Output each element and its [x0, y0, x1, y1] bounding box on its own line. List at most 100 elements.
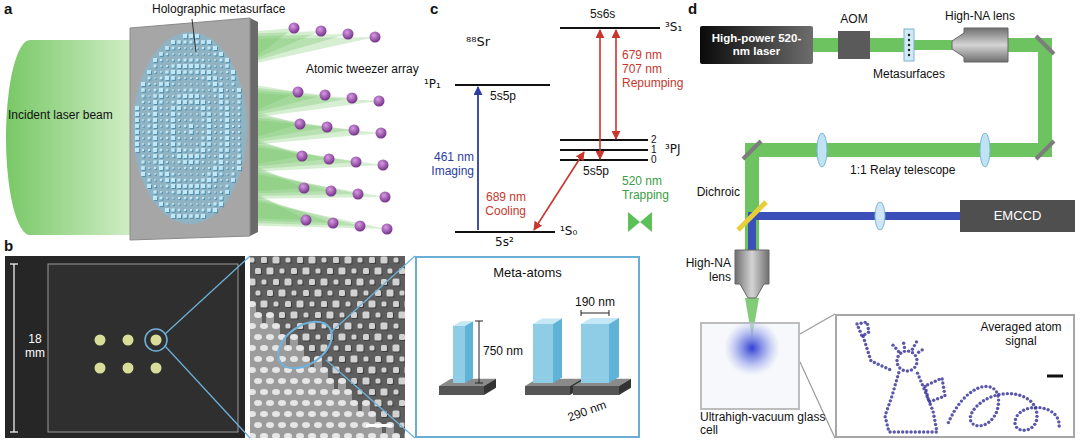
configuration-label: 5s6s [590, 7, 615, 21]
pillar-top [190, 47, 192, 49]
pillar-shadow [184, 161, 188, 165]
tweezer-symbol [628, 212, 640, 232]
shape-outline [904, 29, 914, 61]
sem-pillar-top [393, 301, 399, 307]
pillar-shadow [143, 108, 145, 110]
sem-pillar-top [274, 302, 279, 307]
pillar-top [184, 107, 186, 109]
pillar-top [154, 65, 157, 68]
pillar-shadow [172, 119, 176, 123]
pillar-shadow [215, 138, 217, 140]
imaging-beam [752, 216, 960, 250]
sem-pillar-top [286, 324, 291, 329]
pillar-top [141, 82, 145, 86]
pillar-top [201, 64, 205, 68]
sem-pillar-shadow [298, 302, 305, 309]
pillar-top [196, 179, 199, 182]
pillar-shadow [149, 162, 150, 163]
sem-pillar-top [388, 335, 393, 340]
pillar-shadow [238, 101, 241, 104]
pillar-shadow [154, 125, 158, 129]
pillar-shadow [190, 101, 194, 105]
pillar-top [195, 190, 199, 194]
pillar-top [213, 202, 216, 205]
pillar-shadow [161, 138, 163, 140]
pillar-top [214, 107, 215, 108]
pillar-shadow [184, 101, 188, 105]
sem-pillar-shadow [281, 270, 286, 275]
sem-pillar-shadow [371, 347, 376, 352]
pillar-shadow [191, 198, 194, 201]
pillar-shadow [214, 77, 218, 81]
sem-pillar-shadow [400, 313, 406, 320]
atom-dot [1035, 410, 1038, 413]
pillar-shadow [239, 132, 241, 134]
atom-dot [957, 403, 960, 406]
pillar-top [160, 185, 161, 186]
pillar-top [220, 59, 223, 62]
pillar-shadow [172, 125, 176, 129]
pillar-top [184, 143, 186, 145]
pillar-top [201, 112, 205, 116]
atom-dot [1014, 393, 1017, 396]
dimension-tick [475, 321, 483, 322]
atom-dot [990, 418, 993, 421]
sem-pillar-top [254, 356, 262, 362]
pillar-shadow [179, 84, 180, 85]
energy-level [560, 149, 648, 151]
sem-pillar-top [381, 389, 388, 396]
atom-dot [1032, 403, 1035, 406]
pillar-shadow [209, 54, 211, 56]
pillar-shadow [173, 90, 174, 91]
atom-dot [897, 430, 900, 433]
configuration-label: 5s² [495, 235, 514, 249]
dimension-tick [609, 310, 610, 316]
pillar-shadow [184, 35, 188, 39]
sem-pillar-top [261, 257, 267, 263]
metasurface-mark [908, 34, 910, 36]
pillar-shadow [202, 113, 206, 117]
pillar-shadow [167, 96, 169, 98]
trapped-atom [347, 93, 358, 104]
atom-dot [914, 430, 917, 433]
pillar-shadow [197, 198, 199, 200]
pillar-top [141, 88, 145, 92]
atom-dot [886, 423, 889, 426]
pillar-shadow [226, 125, 230, 129]
pillar-shadow [172, 41, 176, 45]
sem-pillar-top [266, 334, 274, 340]
pillar-shadow [154, 143, 158, 147]
pillar-shadow [173, 48, 176, 51]
pillar-shadow [203, 210, 206, 213]
pillar-top [214, 143, 215, 144]
pillar-shadow [221, 144, 224, 147]
pillar-shadow [208, 137, 212, 141]
pillar-shadow [167, 102, 168, 103]
pillar-shadow [166, 179, 170, 183]
sem-pillars [250, 257, 405, 439]
pillar-shadow [233, 156, 234, 157]
pillar-top [195, 100, 199, 104]
pillar-shadow [227, 174, 228, 175]
pillar-shadow [148, 71, 152, 75]
pillar-top [148, 89, 149, 90]
atom-dot [1018, 411, 1021, 414]
pillar-shadow [220, 203, 224, 207]
component-label: Metasurfaces [864, 67, 954, 81]
pillar-shadow [197, 120, 198, 121]
sem-pillar-top [351, 356, 358, 363]
sem-pillar-shadow [352, 313, 358, 319]
atom-dot [969, 391, 972, 394]
atom-dot [975, 424, 978, 427]
pillar-top [232, 107, 234, 109]
pillar-top [196, 167, 198, 169]
pillar-shadow [136, 119, 140, 123]
pillar-top [202, 125, 204, 127]
pillar-shadow [149, 96, 150, 97]
atom-dot [915, 362, 918, 365]
pillar-shadow [215, 198, 217, 200]
pillar-top [148, 137, 151, 140]
pillar-top [195, 160, 199, 164]
transition-label: 461 nm Imaging [428, 150, 474, 178]
pillar-top [214, 71, 217, 74]
